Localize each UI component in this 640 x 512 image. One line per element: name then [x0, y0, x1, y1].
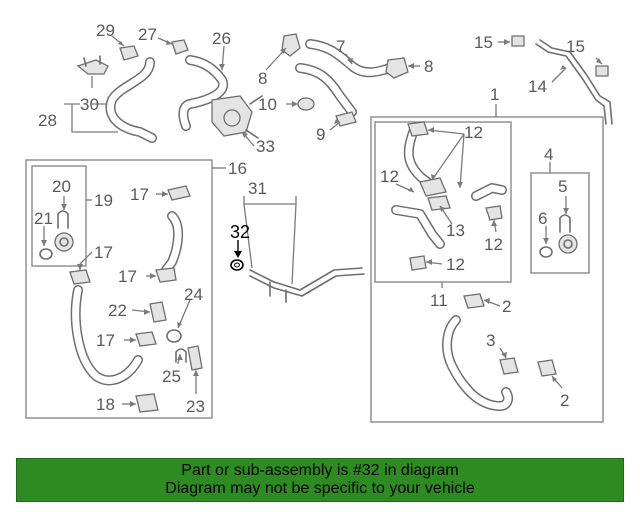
- hose-16-upper: [161, 211, 183, 275]
- arrow-head-32: [234, 251, 242, 258]
- callout-32[interactable]: 32: [230, 222, 250, 242]
- clamp-17-c: [69, 269, 91, 285]
- callout-15-right[interactable]: 15: [566, 37, 585, 56]
- o-ring-6: [539, 246, 553, 258]
- banner-line-2: Diagram may not be specific to your vehi…: [165, 480, 475, 497]
- callout-27[interactable]: 27: [138, 25, 157, 44]
- callout-14[interactable]: 14: [528, 77, 547, 96]
- clamp-2-top: [463, 293, 485, 309]
- o-ring-32: [230, 259, 244, 271]
- callout-17-b[interactable]: 17: [94, 243, 113, 262]
- o-ring-24: [166, 329, 182, 343]
- pipe-31: [249, 267, 365, 303]
- group-box-16: [25, 159, 213, 419]
- callout-12-top[interactable]: 12: [464, 123, 483, 142]
- callout-26[interactable]: 26: [212, 29, 231, 48]
- callout-33[interactable]: 33: [256, 137, 275, 156]
- clamp-2-bottom: [537, 359, 557, 377]
- callout-7[interactable]: 7: [336, 37, 345, 56]
- hose-26: [178, 55, 229, 131]
- callout-8-right[interactable]: 8: [424, 57, 433, 76]
- callout-20[interactable]: 20: [52, 177, 71, 196]
- group-box-11: [374, 121, 512, 283]
- callout-12-left[interactable]: 12: [380, 167, 399, 186]
- clamp-29: [119, 45, 139, 61]
- group-box-19: [31, 165, 87, 267]
- clamp-12-c: [409, 255, 427, 271]
- callout-22[interactable]: 22: [108, 301, 127, 320]
- connector-22: [149, 301, 167, 323]
- connector-9: [335, 111, 357, 127]
- clip-5: [559, 214, 571, 233]
- callout-9[interactable]: 9: [316, 125, 325, 144]
- clip-20: [57, 210, 69, 229]
- tee-13: [419, 177, 451, 211]
- clip-25: [175, 348, 187, 363]
- callout-8-left[interactable]: 8: [258, 69, 267, 88]
- callout-4[interactable]: 4: [544, 145, 553, 164]
- bleeder-15-left: [511, 35, 525, 47]
- callout-10[interactable]: 10: [258, 95, 277, 114]
- callout-30[interactable]: 30: [80, 95, 99, 114]
- callout-21[interactable]: 21: [34, 209, 53, 228]
- callout-1[interactable]: 1: [490, 85, 499, 104]
- callout-labels: 29 27 26 28 30 33 8 7 8 10 9 15 14 15 1 …: [34, 21, 585, 416]
- callout-18[interactable]: 18: [96, 395, 115, 414]
- callout-15-left[interactable]: 15: [474, 33, 493, 52]
- hose-12-right: [471, 183, 507, 201]
- cap-18: [135, 393, 159, 413]
- callout-31[interactable]: 31: [248, 179, 267, 198]
- adapter-19: [54, 232, 74, 252]
- pipe-14: [535, 39, 613, 125]
- callout-6[interactable]: 6: [538, 209, 547, 228]
- banner-line-1: Part or sub-assembly is #32 in diagram: [181, 462, 459, 479]
- bracket-30: [76, 55, 109, 75]
- callout-17-a[interactable]: 17: [130, 185, 149, 204]
- clamp-17-d: [135, 331, 157, 347]
- callout-23[interactable]: 23: [186, 397, 205, 416]
- callout-12-bottom[interactable]: 12: [446, 255, 465, 274]
- clamp-17-b: [155, 267, 177, 283]
- group-box-1: [370, 116, 604, 423]
- hose-28: [105, 57, 157, 143]
- callout-29[interactable]: 29: [96, 21, 115, 40]
- cap-10: [297, 97, 315, 111]
- hose-12-top: [403, 125, 435, 189]
- info-banner: Part or sub-assembly is #32 in diagram D…: [16, 458, 624, 502]
- hose-7: [295, 39, 395, 117]
- thermostat-housing-33: [211, 95, 263, 139]
- callout-13[interactable]: 13: [446, 221, 465, 240]
- callout-3[interactable]: 3: [486, 331, 495, 350]
- o-ring-21: [39, 248, 53, 260]
- group-box-4: [530, 172, 590, 274]
- hose-12-bottom: [391, 205, 445, 249]
- arrow-heads: [41, 39, 602, 407]
- clamp-12-b: [485, 205, 503, 221]
- clamp-8-left: [281, 33, 301, 57]
- clamp-27: [171, 39, 189, 55]
- hose-16-lower: [70, 285, 143, 386]
- callout-2-top[interactable]: 2: [502, 297, 511, 316]
- callout-25[interactable]: 25: [162, 367, 181, 386]
- callout-2-bottom[interactable]: 2: [560, 391, 569, 410]
- callout-5[interactable]: 5: [558, 177, 567, 196]
- clamp-8-right: [385, 57, 409, 79]
- clamp-12-a: [407, 121, 429, 137]
- callout-16[interactable]: 16: [228, 159, 247, 178]
- callout-19[interactable]: 19: [94, 191, 113, 210]
- bleeder-15-right: [595, 65, 609, 77]
- hose-1-main: [442, 315, 513, 411]
- adapter-4: [558, 234, 578, 254]
- callout-12-right[interactable]: 12: [484, 235, 503, 254]
- callout-24[interactable]: 24: [184, 285, 203, 304]
- callout-17-c[interactable]: 17: [118, 267, 137, 286]
- clamp-17-a: [167, 185, 191, 201]
- clamp-3: [499, 357, 519, 375]
- sensor-23: [187, 345, 203, 371]
- callout-28[interactable]: 28: [38, 111, 57, 130]
- callout-11[interactable]: 11: [430, 291, 448, 310]
- callout-17-d[interactable]: 17: [96, 331, 115, 350]
